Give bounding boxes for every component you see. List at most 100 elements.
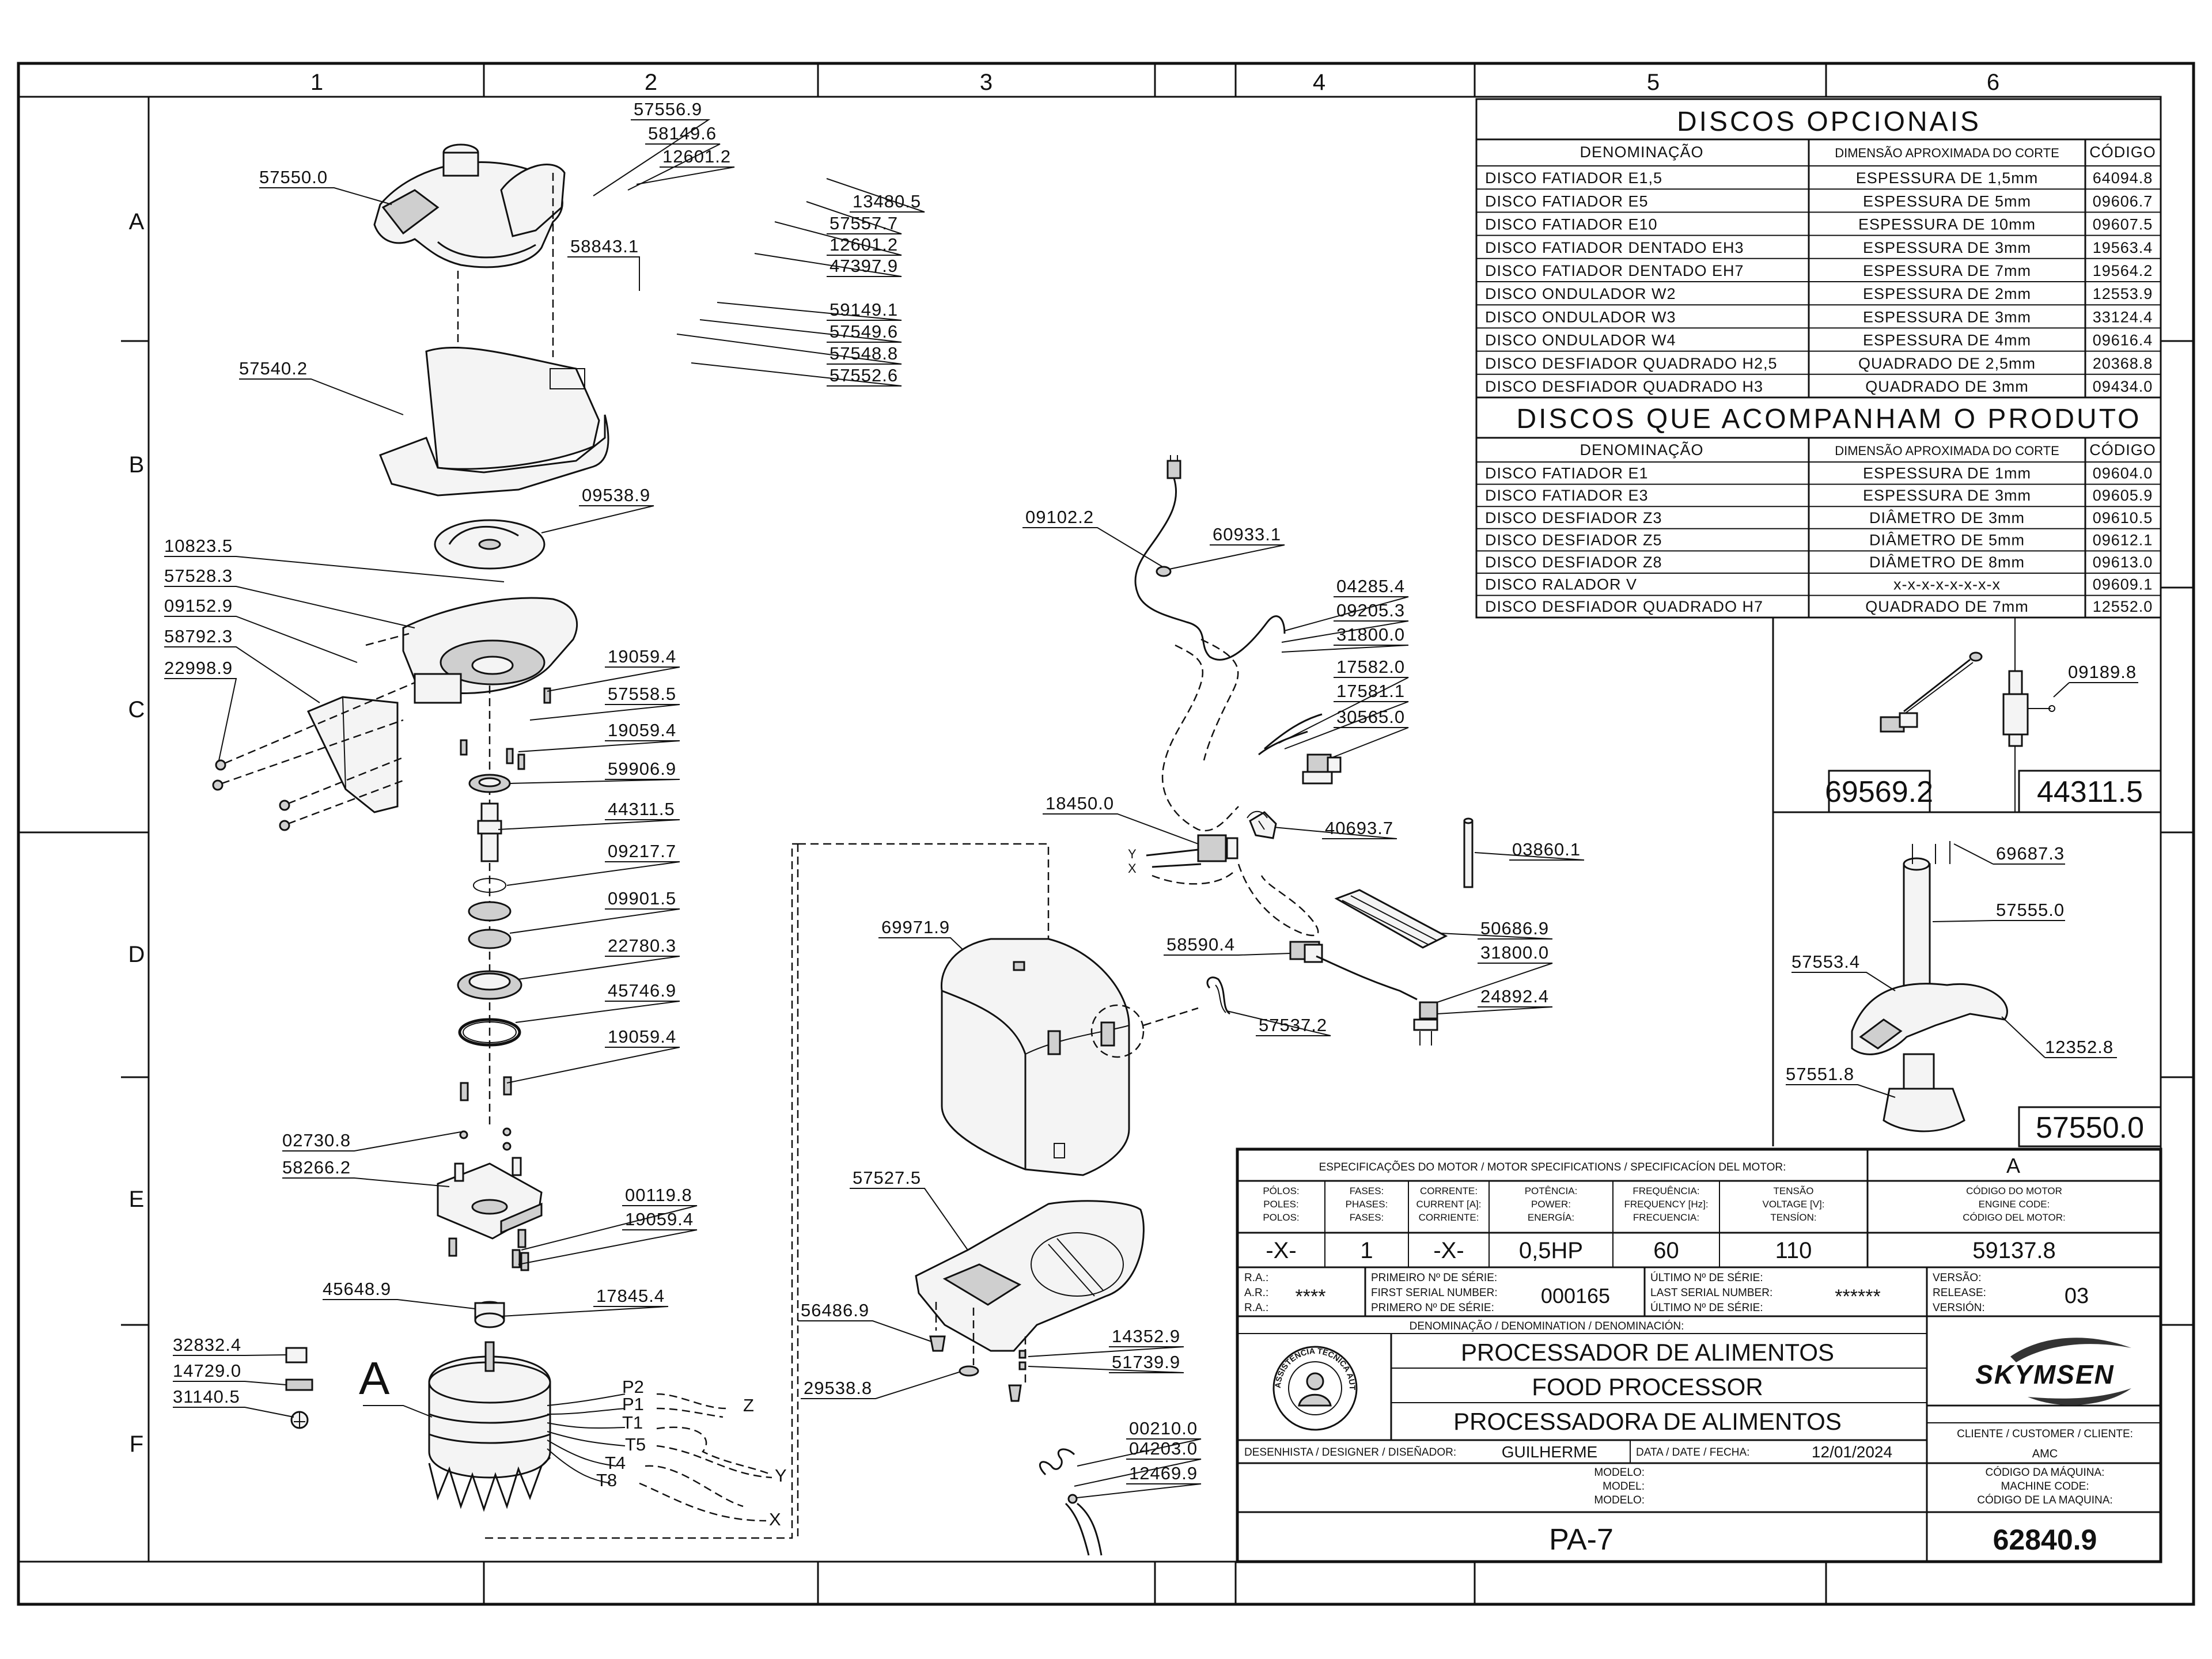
- part-callout: 57548.8: [676, 334, 902, 365]
- part-number: 60933.1: [1213, 524, 1281, 544]
- motor-spec-column: CORRENTE:CURRENT [A]:CORRIENTE:-X-: [1408, 1181, 1482, 1267]
- motor-spec-value: 59137.8: [1972, 1238, 2056, 1263]
- base-tray-drawing: [915, 1200, 1145, 1352]
- motor-variant-letter: A: [359, 1353, 390, 1404]
- part-number: 30565.0: [1336, 707, 1405, 727]
- table-row: DISCO FATIADOR DENTADO EH3 ESPESSURA DE 3…: [1476, 239, 2161, 259]
- spout-drawing: [306, 696, 399, 813]
- motor-spec-columns: PÓLOS:POLES:POLOS:-X-FASES:PHASES:FASES:…: [1263, 1181, 2066, 1267]
- motor-spec-header: CORRENTE:: [1420, 1185, 1478, 1196]
- disc-cut-size: DIÂMETRO DE 5mm: [1869, 531, 2025, 548]
- harness-end-label: X: [1128, 861, 1137, 876]
- part-number: 17582.0: [1336, 657, 1405, 677]
- disc-code: 12553.9: [2093, 285, 2153, 302]
- part-number: 02730.8: [282, 1130, 351, 1150]
- client-label: CLIENTE / CUSTOMER / CLIENTE:: [1957, 1428, 2133, 1440]
- part-number: 57550.0: [259, 167, 328, 187]
- motor-spec-header: POWER:: [1531, 1199, 1571, 1210]
- last-serial-label: LAST SERIAL NUMBER:: [1650, 1287, 1772, 1299]
- version-label: RELEASE:: [1933, 1287, 1986, 1299]
- motor-spec-value: 110: [1775, 1238, 1812, 1263]
- last-serial-label: ÚLTIMO Nº DE SÉRIE:: [1650, 1271, 1763, 1284]
- disc-cut-size: QUADRADO DE 2,5mm: [1858, 355, 2036, 372]
- part-callout: 57549.6: [699, 319, 902, 343]
- part-callout: 17581.1: [1284, 681, 1409, 749]
- part-number: 57548.8: [830, 343, 898, 363]
- part-callout: 09152.9: [164, 596, 358, 663]
- electrical-harness-view: Y X: [1128, 455, 1474, 1046]
- boxed-part-number: [1828, 770, 1931, 813]
- motor-spec-column: POTÊNCIA:POWER:ENERGÍA:0,5HP: [1488, 1181, 1583, 1267]
- part-number: 17845.4: [596, 1286, 665, 1306]
- motor-spec-header: POTÊNCIA:: [1525, 1185, 1578, 1196]
- disc-code: 12552.0: [2093, 598, 2153, 615]
- part-callout: 57540.2: [239, 358, 404, 415]
- part-number: 57557.7: [830, 213, 898, 233]
- grid-column-label: 1: [310, 70, 323, 95]
- part-callout: 57558.5: [529, 684, 680, 721]
- part-callout: 60933.1: [1169, 524, 1285, 570]
- part-number: 22998.9: [164, 658, 233, 678]
- grid-row-label: F: [130, 1431, 143, 1457]
- part-callout: 57555.0: [1996, 900, 2065, 920]
- part-callout: 22998.9: [164, 658, 237, 761]
- motor-spec-column: FASES:PHASES:FASES:1: [1324, 1181, 1388, 1267]
- motor-spec-header: FASES:: [1350, 1185, 1384, 1196]
- part-number: 04285.4: [1336, 576, 1405, 596]
- wire-end-label: Z: [743, 1395, 754, 1415]
- disc-code: 19564.2: [2093, 262, 2153, 279]
- shaft-drawing: [2002, 670, 2055, 747]
- disc-code: 09605.9: [2093, 487, 2153, 504]
- disc-cut-size: ESPESSURA DE 5mm: [1863, 192, 2031, 210]
- grid-column-label: 5: [1647, 70, 1660, 95]
- disc-code: 20368.8: [2093, 355, 2153, 372]
- disc-cut-size: ESPESSURA DE 3mm: [1863, 239, 2031, 256]
- grid-row-label: E: [129, 1187, 145, 1212]
- part-callout: 09205.3: [1281, 600, 1409, 643]
- motor-spec-header: FREQUENCY [Hz]:: [1624, 1199, 1708, 1210]
- terminal-drawing: [1249, 811, 1277, 839]
- part-callout: 45746.9: [515, 980, 680, 1023]
- disc-name: DISCO DESFIADOR QUADRADO H2,5: [1485, 355, 1778, 372]
- table-header: CÓDIGO: [2089, 441, 2156, 459]
- part-number: 19059.4: [608, 646, 676, 666]
- version-label: VERSIÓN:: [1933, 1301, 1985, 1314]
- part-callout: 58266.2: [282, 1157, 450, 1187]
- part-callout: 22780.3: [518, 935, 680, 980]
- svg-text:ASSISTÊNCIA TÉCNICA AUTORIZADA: ASSISTÊNCIA TÉCNICA AUTORIZADA: [0, 0, 1357, 1391]
- part-callout: 57550.0: [259, 167, 392, 205]
- first-serial-label: PRIMERO Nº DE SÉRIE:: [1371, 1302, 1494, 1314]
- part-callout: 45648.9: [323, 1279, 476, 1309]
- part-number: 09205.3: [1336, 600, 1405, 620]
- version-label: VERSÃO:: [1933, 1271, 1981, 1284]
- disc-code: 09613.0: [2093, 554, 2153, 571]
- housing-body-drawing: [940, 938, 1130, 1176]
- part-callout: 12601.2: [636, 146, 735, 185]
- part-number: 00210.0: [1129, 1418, 1198, 1438]
- motor-spec-header: TENSÃO: [1774, 1185, 1814, 1196]
- table-header: DIMENSÃO APROXIMADA DO CORTE: [1835, 146, 2059, 160]
- part-number: 09102.2: [1025, 507, 1094, 527]
- part-number: 50686.9: [1480, 918, 1549, 938]
- part-callout: 58149.6: [627, 123, 721, 191]
- part-number: 03860.1: [1512, 839, 1581, 859]
- part-callout: 18450.0: [1043, 793, 1199, 844]
- wire-label: T4: [605, 1453, 626, 1473]
- denomination-label: DENOMINAÇÃO / DENOMINATION / DENOMINACIÓ…: [1410, 1320, 1684, 1332]
- part-callout: 58792.3: [164, 626, 320, 703]
- motor-spec-value: -X-: [1266, 1238, 1296, 1263]
- disc-name: DISCO FATIADOR DENTADO EH3: [1485, 239, 1744, 256]
- part-callout: 69971.9: [878, 917, 991, 977]
- part-callout: 09102.2: [1022, 507, 1164, 568]
- disc-cut-size: ESPESSURA DE 3mm: [1863, 487, 2031, 504]
- motor-spec-header: CÓDIGO DEL MOTOR:: [1963, 1212, 2066, 1223]
- part-callout: 09217.7: [506, 841, 680, 886]
